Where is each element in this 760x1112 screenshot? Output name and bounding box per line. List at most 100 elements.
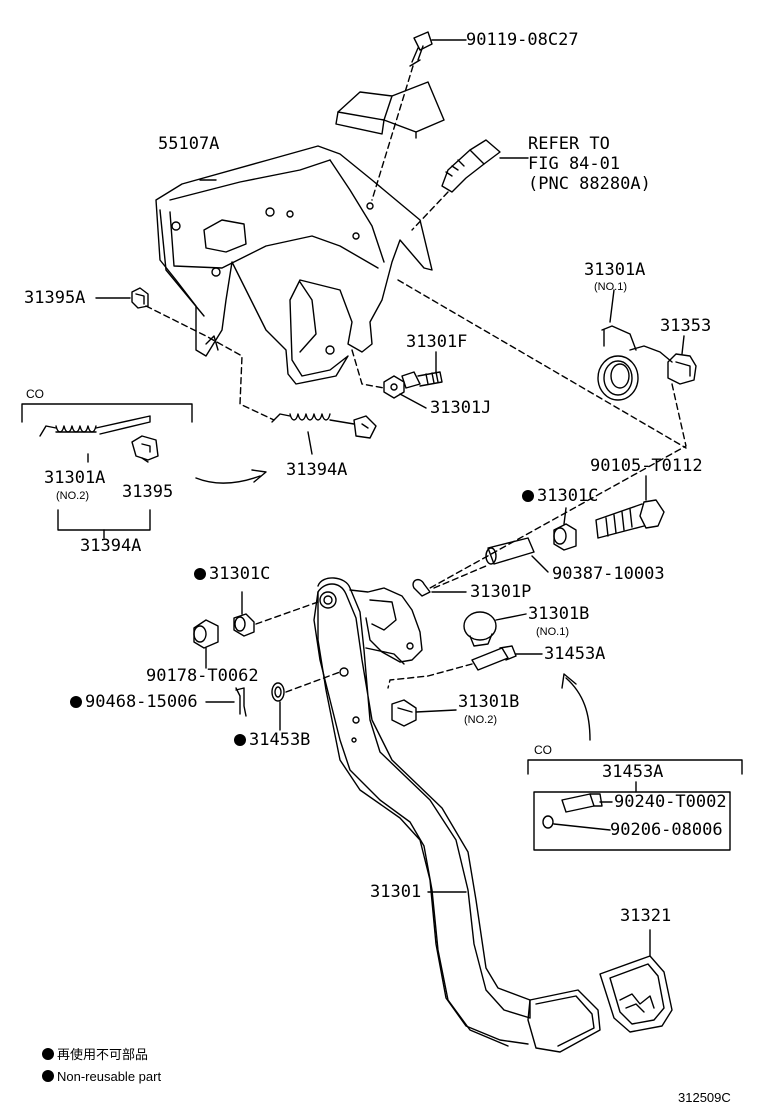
legend-jp: 再使用不可部品 [42, 1048, 148, 1061]
bushing-90178-shape [193, 619, 219, 649]
label-refer-to: REFER TO [528, 134, 610, 154]
label-no2-mid: (NO.2) [464, 714, 497, 726]
leader-31301B-2 [415, 709, 457, 713]
co-box-2-shape [527, 759, 743, 851]
leader-31395-left [141, 457, 149, 463]
legend-dot-jp [42, 1048, 54, 1060]
non-reusable-dot [522, 490, 534, 502]
label-31301C-right-text: 31301C [537, 486, 599, 506]
label-55107A: 55107A [158, 134, 220, 154]
label-31394A-left: 31394A [80, 536, 142, 556]
diagram-code: 312509C [678, 1090, 731, 1105]
pedal-arm-shape [313, 577, 531, 1047]
dash-31453A [387, 663, 473, 689]
label-31453A-box: 31453A [602, 762, 664, 782]
label-31301C-left-text: 31301C [209, 564, 271, 584]
label-31301C-left: 31301C [194, 566, 270, 583]
dash-switch [411, 191, 449, 231]
non-reusable-dot [70, 696, 82, 708]
leader-31301B-1 [495, 613, 527, 621]
pedal-bracket-shape [155, 145, 433, 385]
label-31301B-1: 31301B [528, 604, 590, 624]
stopper-31301B-2-shape [391, 699, 417, 727]
leader-31301A-top [609, 289, 615, 323]
label-31395A: 31395A [24, 288, 86, 308]
nut-90206-shape [542, 815, 554, 829]
dash-90119 [371, 65, 414, 201]
label-31301F: 31301F [406, 332, 468, 352]
label-31453B: 31453B [234, 732, 310, 749]
label-31301C-right: 31301C [522, 488, 598, 505]
spring-31301A-shape [597, 325, 673, 401]
leader-31301J [399, 393, 427, 409]
label-31301P: 31301P [470, 582, 532, 602]
bracket-plate-shape [335, 81, 445, 139]
label-31394A: 31394A [286, 460, 348, 480]
label-90468-15006-text: 90468-15006 [85, 692, 198, 712]
label-90387-10003: 90387-10003 [552, 564, 665, 584]
bolt-90240-shape [561, 793, 603, 813]
bolt-31301F-shape [401, 371, 443, 389]
leader-90387 [531, 555, 549, 573]
label-90206-08006: 90206-08006 [610, 820, 723, 840]
bushing-31301C-left-shape [233, 613, 255, 637]
collar-90387-shape [485, 537, 535, 565]
label-90468-15006: 90468-15006 [70, 694, 198, 711]
label-31321: 31321 [620, 906, 672, 926]
label-pnc-88280A: (PNC 88280A) [528, 174, 651, 194]
label-fig-84-01: FIG 84-01 [528, 154, 621, 174]
label-31395: 31395 [122, 482, 174, 502]
collar-31353-shape [667, 353, 697, 385]
bolt-31453A-shape [471, 645, 517, 671]
label-31353: 31353 [660, 316, 712, 336]
nut-31301J-shape [383, 375, 405, 399]
label-90105-T0112: 90105-T0112 [590, 456, 703, 476]
label-co-1: CO [26, 387, 44, 401]
label-90240-T0002: 90240-T0002 [614, 792, 727, 812]
dash-31395A [145, 305, 275, 421]
arrow-2 [565, 677, 591, 741]
bracket-31394A [57, 509, 151, 531]
label-31301J: 31301J [430, 398, 492, 418]
label-31301: 31301 [370, 882, 422, 902]
label-31301B-2: 31301B [458, 692, 520, 712]
arrow-2-head [561, 673, 577, 689]
dash-bracket-spring [397, 279, 687, 449]
pedal-pad-arm-shape [527, 989, 601, 1053]
bolt-90119-shape [409, 31, 433, 67]
arrow-1-head [251, 469, 267, 483]
label-31301A-left: 31301A [44, 468, 106, 488]
spring-31301A-no2-shape [39, 415, 151, 437]
stop-switch-shape [441, 139, 501, 193]
legend-en-text: Non-reusable part [57, 1069, 162, 1084]
clip-31395A-shape [131, 287, 149, 309]
dash-washer [285, 671, 341, 693]
dash-bushing-left [255, 601, 319, 625]
label-90178-T0062: 90178-T0062 [146, 666, 259, 686]
bushing-31301C-right-shape [553, 523, 577, 551]
pad-31321-shape [599, 955, 673, 1033]
arrow-1 [195, 475, 261, 484]
dash-spring-pedal [429, 383, 687, 589]
label-31301A-top: 31301A [584, 260, 646, 280]
pad-31301B-1-shape [463, 611, 497, 647]
leader-31301C-right [563, 507, 567, 525]
dash-nut [351, 349, 385, 389]
bolt-90105-shape [595, 499, 665, 539]
label-90119-08C27: 90119-08C27 [466, 30, 579, 50]
pin-90468-shape [235, 687, 247, 717]
legend-en: Non-reusable part [42, 1070, 161, 1083]
spring-31394A-shape [271, 413, 377, 439]
label-no1-mid: (NO.1) [536, 626, 569, 638]
label-31453A: 31453A [544, 644, 606, 664]
clip-31301P-shape [412, 578, 431, 597]
leader-90206 [553, 823, 611, 831]
label-no1-top: (NO.1) [594, 281, 627, 293]
co-box-1-shape [21, 403, 193, 423]
leader-31394A [307, 431, 313, 455]
legend-jp-text: 再使用不可部品 [57, 1047, 149, 1062]
label-co-2: CO [534, 743, 552, 757]
leader-31353 [681, 335, 685, 355]
